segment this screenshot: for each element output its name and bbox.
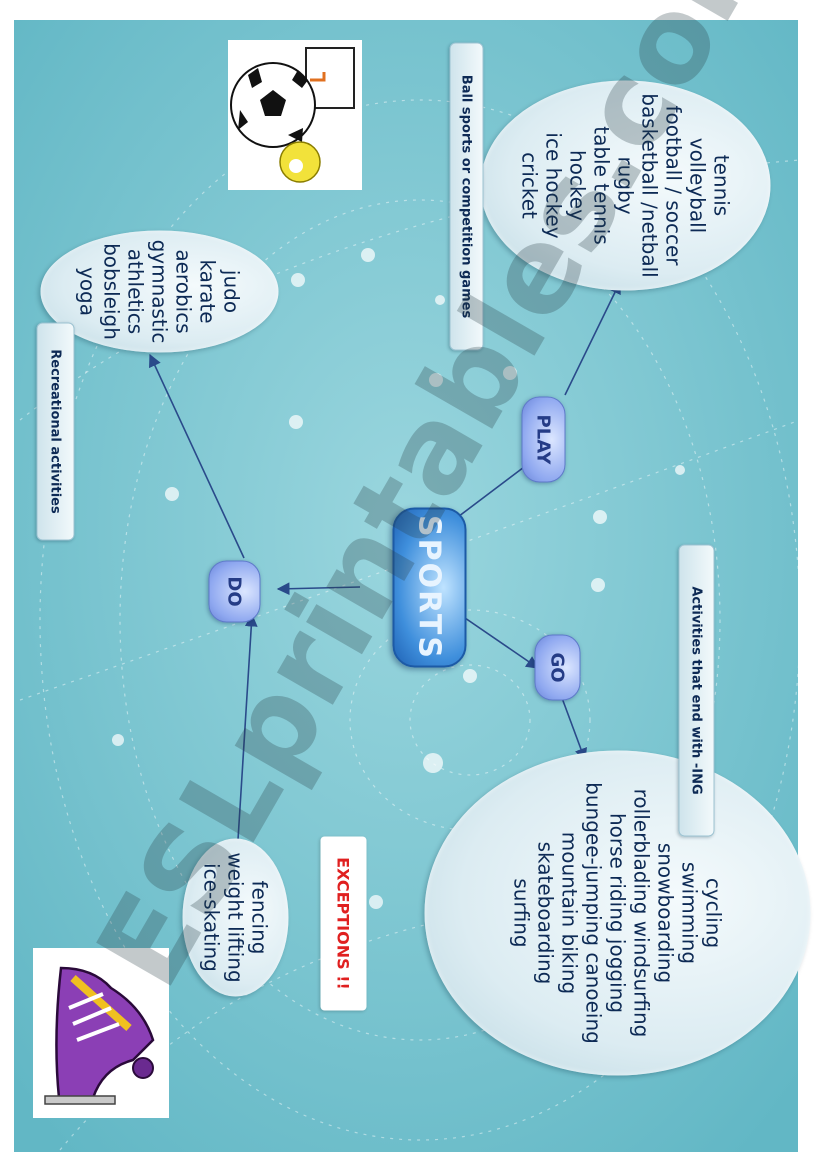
- exceptions-label: EXCEPTIONS !!: [320, 836, 366, 1010]
- background-dots: [112, 248, 685, 909]
- list-item: mountain biking: [557, 831, 581, 994]
- list-item: swimming: [677, 861, 701, 964]
- list-item: gymnastic: [147, 239, 171, 343]
- soccer-ball-patch: [260, 90, 286, 116]
- ing-activities-ellipse: cycling swimming snowboarding rollerblad…: [424, 750, 810, 1075]
- ice-skate-icon: [55, 966, 155, 1100]
- go-verb-label: GO: [546, 651, 568, 683]
- list-item: karate: [195, 258, 219, 324]
- list-item: bungee-jumping canoeing: [581, 781, 605, 1044]
- arrow-play-to-ball-sports: [564, 280, 621, 396]
- go-verb-node: GO: [534, 634, 580, 700]
- play-verb-label: PLAY: [532, 414, 554, 464]
- arrow-go-to-ing: [561, 697, 587, 762]
- arrow-sports-to-do: [276, 582, 361, 596]
- do-verb-label: DO: [223, 575, 245, 607]
- basketball-hoop-icon: [310, 72, 326, 82]
- list-item: tennis: [709, 154, 733, 216]
- arrow-exceptions-to-do: [237, 613, 258, 841]
- ice-skate-blade: [44, 1095, 116, 1105]
- list-item: judo: [219, 269, 243, 313]
- soccer-ball-picture: [228, 40, 362, 190]
- recreational-ellipse: judo karate aerobics gymnastic athletics…: [40, 230, 278, 352]
- list-item: rollerblading windsurfing: [629, 788, 653, 1037]
- list-item: skateboarding: [533, 841, 557, 984]
- list-item: yoga: [75, 266, 99, 316]
- list-item: cycling: [701, 877, 725, 948]
- list-item: aerobics: [171, 248, 195, 334]
- list-item: bobsleigh: [99, 242, 123, 340]
- do-verb-node: DO: [208, 560, 260, 622]
- recreational-label: Recreational activities: [36, 322, 74, 540]
- ing-activities-label: Activities that end with -ING: [678, 544, 714, 836]
- list-item: volleyball: [685, 137, 709, 233]
- ice-skate-picture: [33, 948, 169, 1118]
- list-item: snowboarding: [653, 842, 677, 983]
- list-item: surfing: [509, 877, 533, 948]
- list-item: athletics: [123, 248, 147, 334]
- list-item: horse riding jogging: [605, 812, 629, 1013]
- arrow-do-to-recreational: [149, 353, 245, 559]
